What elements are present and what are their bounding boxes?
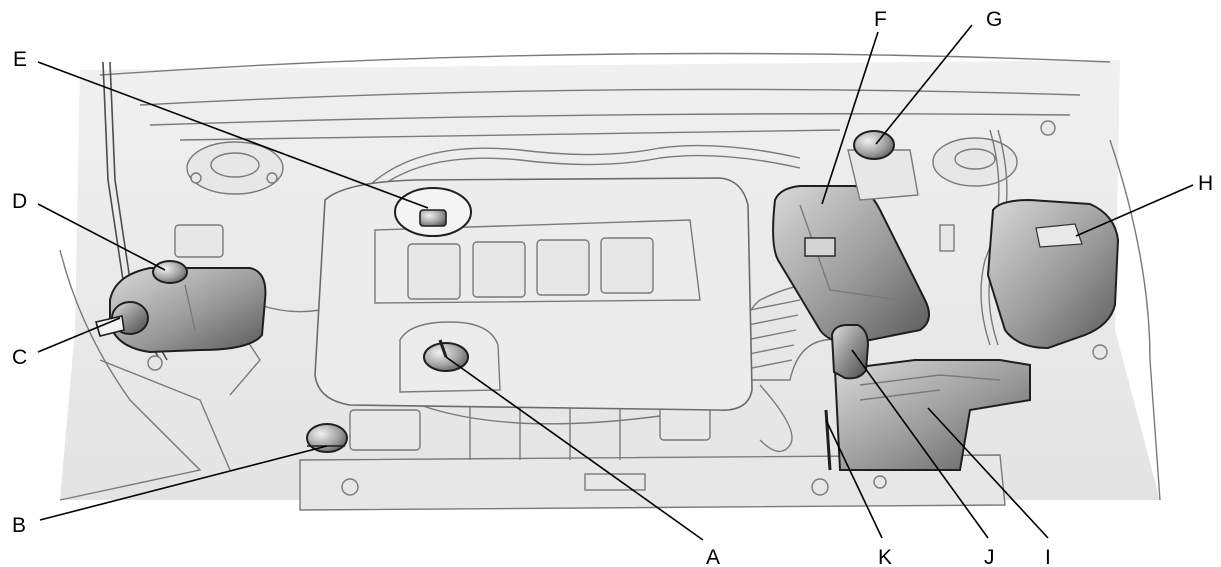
leader-b — [39, 445, 328, 521]
washer-fluid-cap — [152, 260, 188, 284]
battery-terminal-cover — [830, 324, 870, 380]
leader-e — [37, 61, 429, 209]
air-cleaner-filter — [772, 185, 930, 344]
leader-lines — [37, 24, 1194, 541]
callout-label-h: H — [1198, 172, 1213, 195]
leader-c — [37, 317, 121, 353]
leader-d — [37, 203, 166, 271]
leader-k — [825, 419, 883, 539]
callout-label-a: A — [706, 546, 720, 567]
callout-label-b: B — [12, 514, 26, 537]
battery — [833, 359, 1031, 471]
callout-label-j: J — [984, 546, 995, 567]
callout-label-k: K — [878, 546, 892, 567]
leader-h — [1075, 184, 1194, 237]
underhood-fuse-block — [986, 198, 1120, 350]
engine-cover — [314, 177, 753, 411]
callout-label-f: F — [874, 8, 887, 31]
coolant-surge-tank-cap — [847, 130, 919, 201]
callout-labels: A B C D E F G H I J K — [12, 8, 1213, 567]
engine-oil-fill-cap — [394, 187, 472, 237]
callout-label-d: D — [12, 190, 27, 213]
leader-j — [851, 349, 989, 539]
callout-label-g: G — [986, 8, 1002, 31]
leader-a — [445, 356, 704, 541]
callout-label-c: C — [12, 346, 27, 369]
brake-fluid-reservoir — [94, 267, 267, 354]
leader-i — [927, 407, 1049, 539]
coolant-reservoir-cap — [306, 423, 348, 453]
leader-f — [821, 31, 879, 205]
callout-label-i: I — [1045, 546, 1051, 567]
callout-label-e: E — [13, 48, 27, 71]
leader-g — [875, 24, 973, 145]
